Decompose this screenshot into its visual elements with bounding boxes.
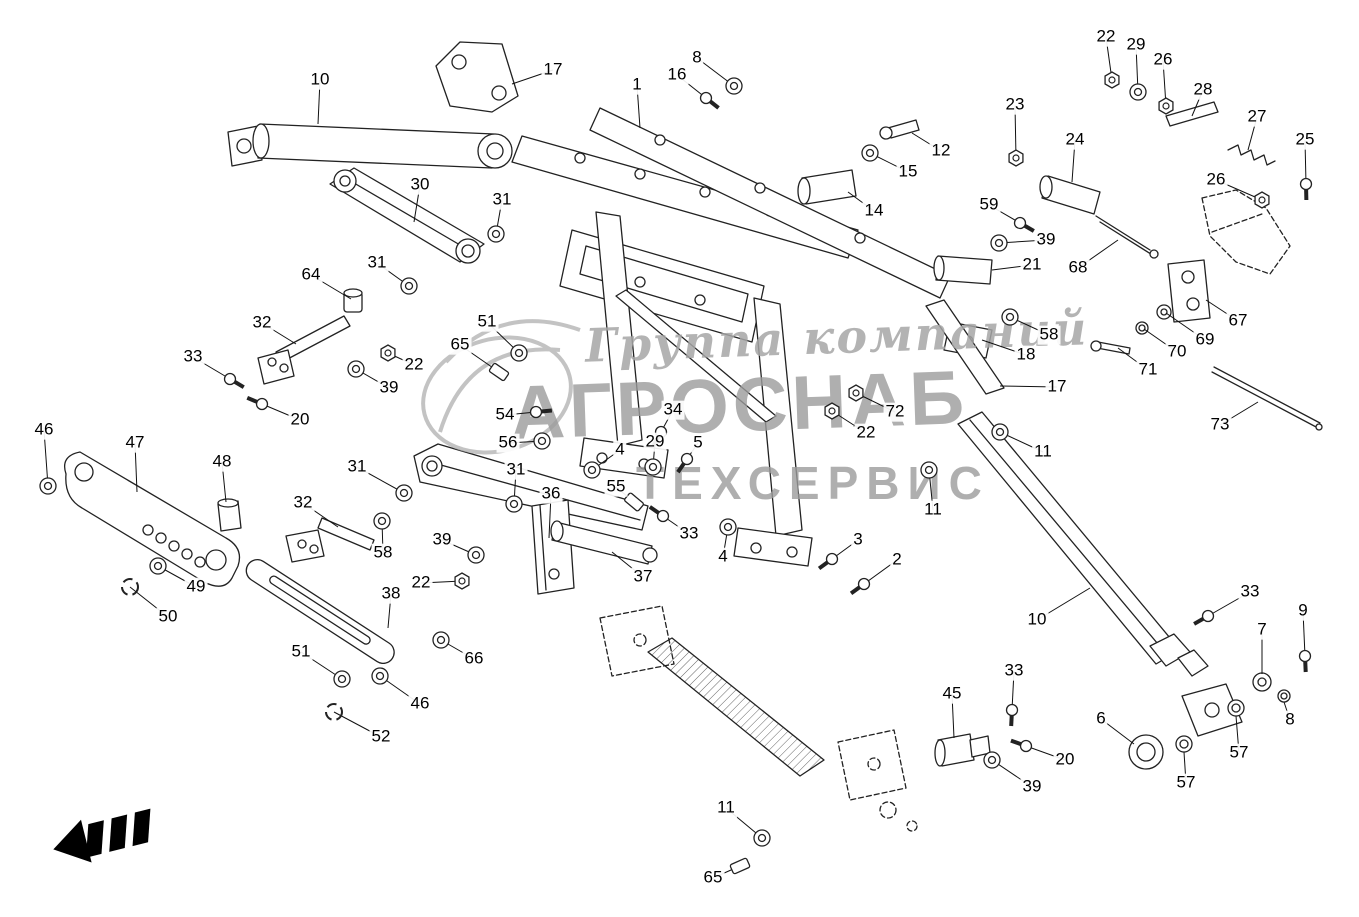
link-rod-lower: [285, 517, 375, 563]
ribbed-tube: [647, 637, 825, 777]
clevis-pin: [217, 498, 242, 532]
main-frame: [511, 107, 951, 567]
dashed-reference-parts: [599, 605, 918, 832]
top-bracket: [435, 41, 519, 113]
clevis-assembly: [1128, 672, 1291, 770]
stepped-pin: [934, 733, 991, 767]
link-rod-upper: [257, 315, 351, 385]
right-mid-parts: [925, 255, 1211, 395]
lift-arm: [63, 451, 241, 587]
long-rod: [1211, 366, 1323, 431]
top-right-assembly: [1039, 101, 1276, 259]
hydraulic-cylinder-right: [957, 411, 1209, 677]
hydraulic-cylinder-top: [227, 123, 513, 169]
pin-and-bolt: [797, 119, 920, 205]
square-tube-link: [329, 167, 485, 264]
dashed-implement-outline: [1201, 189, 1291, 275]
slotted-strap: [245, 559, 395, 664]
cross-shaft: [550, 520, 658, 565]
